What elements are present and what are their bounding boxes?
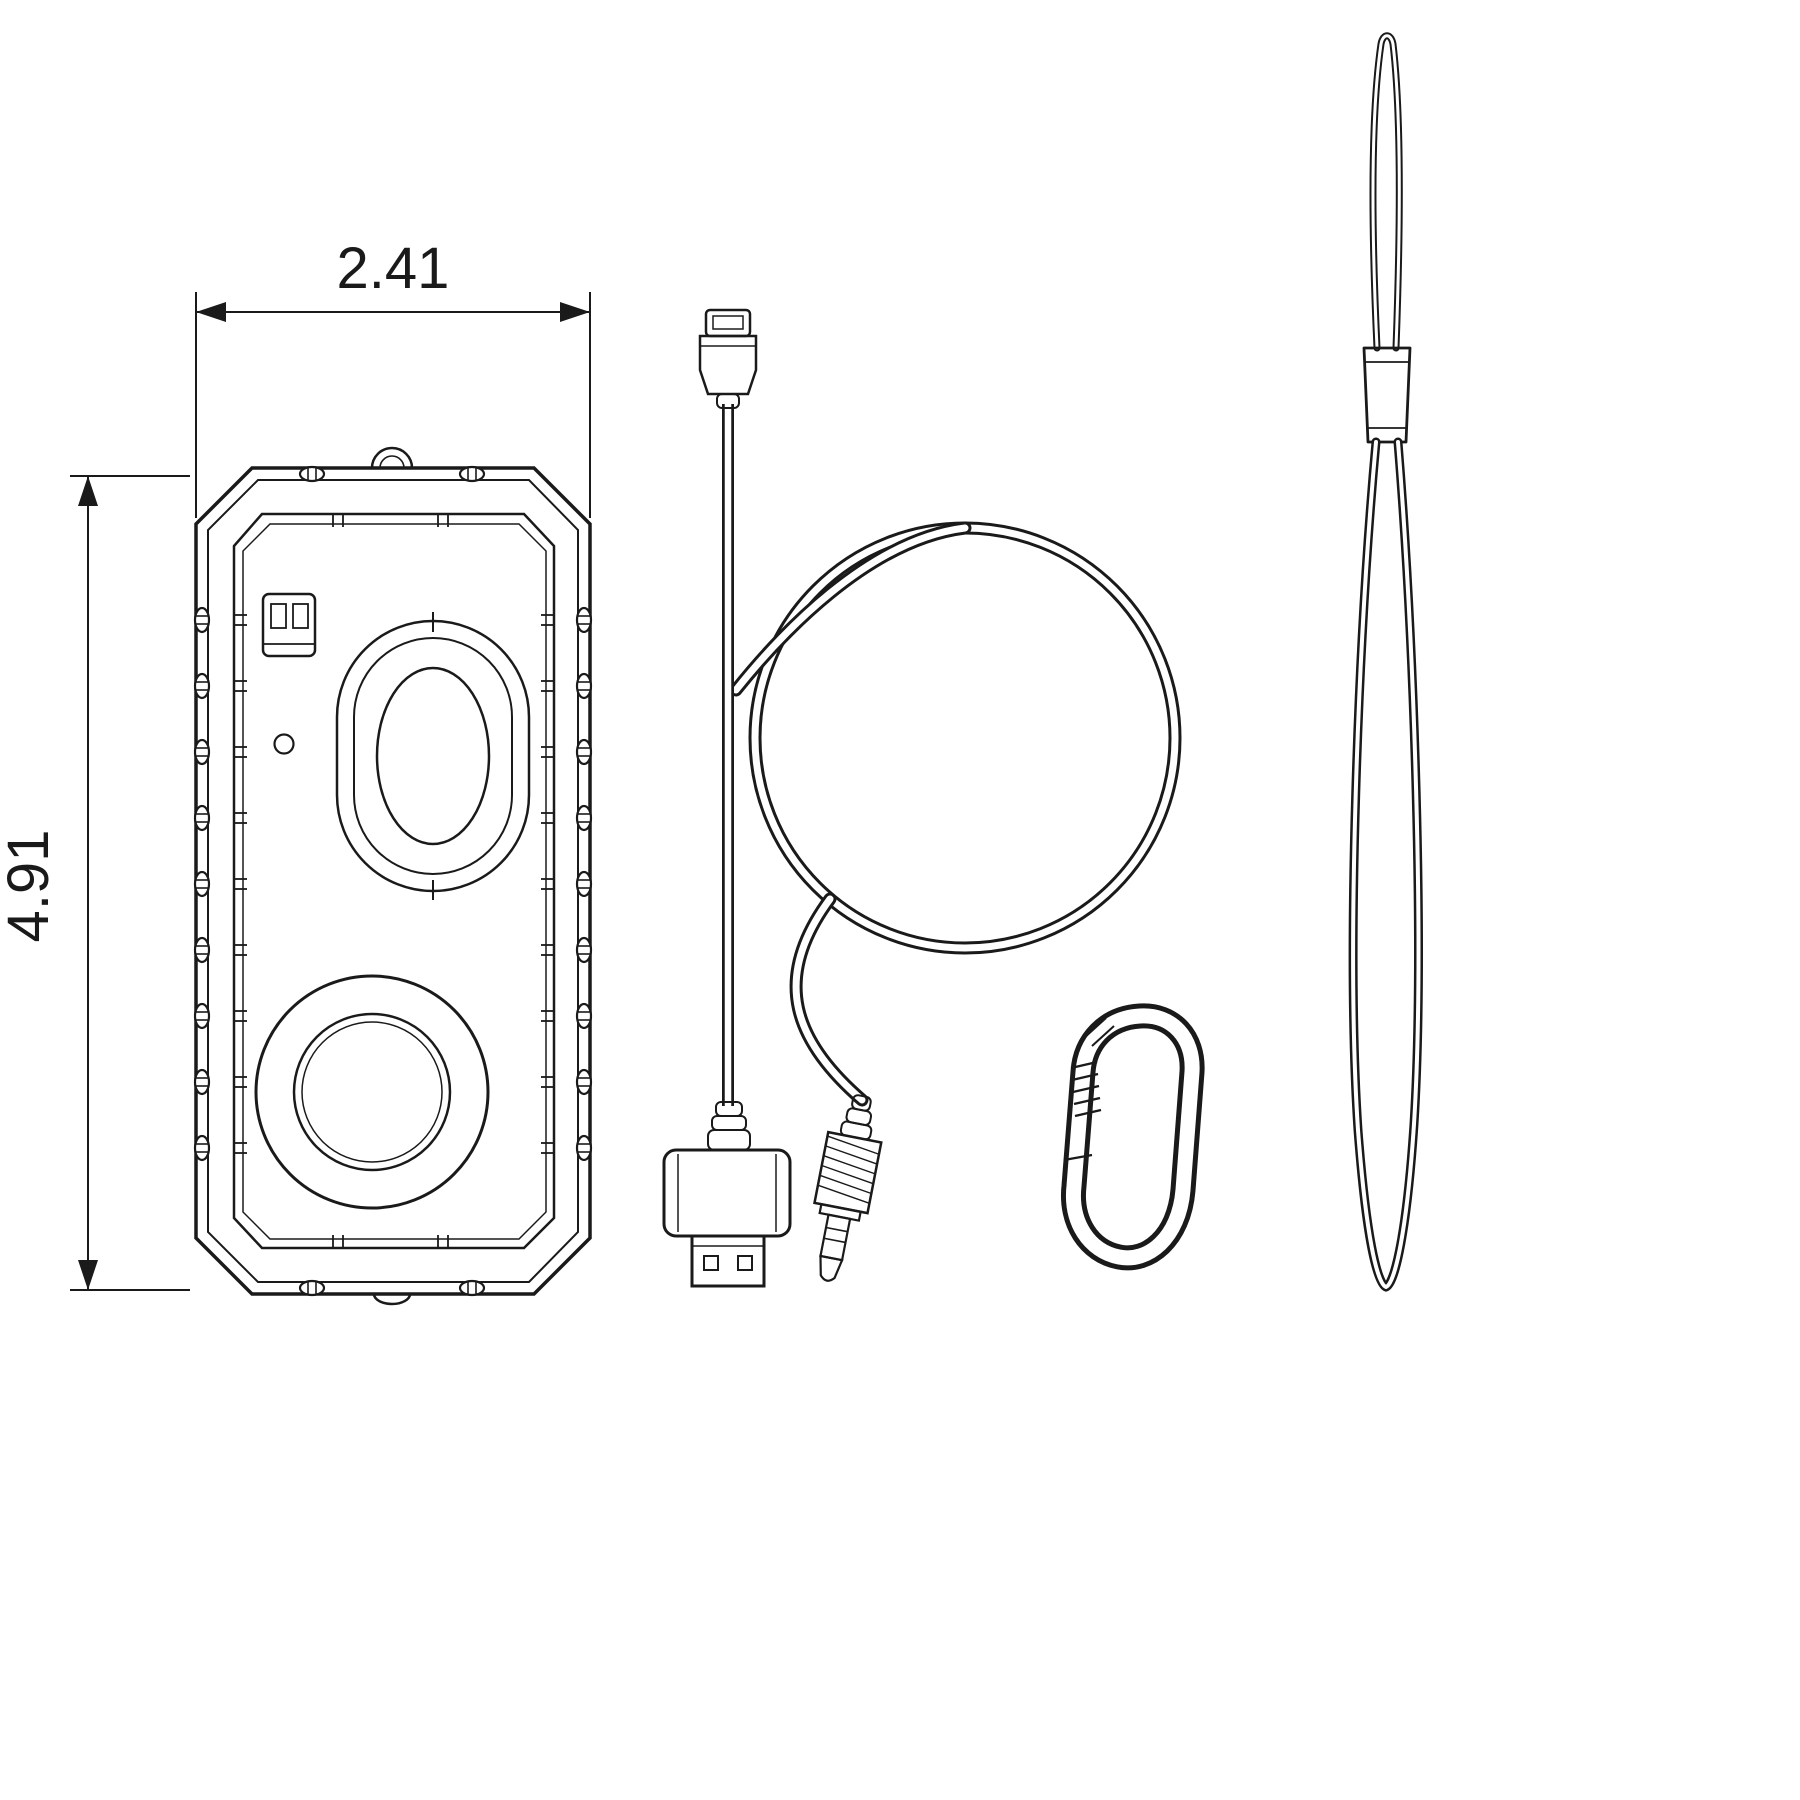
bolt-icon (575, 870, 593, 898)
bolt-icon (298, 1279, 326, 1297)
bolt-icon (193, 804, 211, 832)
bolt-icon (575, 672, 593, 700)
mini-usb-body (698, 334, 758, 396)
bolt-icon (575, 1068, 593, 1096)
arrowhead-bottom-icon (78, 1260, 98, 1290)
carabiner-body-inner (1065, 1008, 1200, 1266)
bolt-icon (298, 465, 326, 483)
bolt-icon (193, 1134, 211, 1162)
case-window-outline (232, 512, 556, 1250)
case-window-bezel (242, 523, 547, 1240)
jack-shaft (819, 1213, 852, 1262)
oval-outer-ring (335, 619, 531, 893)
carabiner-gate-knurl (1070, 1060, 1102, 1118)
carabiner-hinge-line (1063, 1153, 1093, 1162)
indicator-hole (273, 733, 295, 755)
carabiner-gate-edge (1091, 1025, 1115, 1047)
usb-a-connector (662, 1101, 792, 1288)
top-tab (370, 446, 414, 469)
bolt-icon (193, 672, 211, 700)
mini-usb-slot (712, 315, 744, 330)
bottom-tab (372, 1293, 412, 1306)
height-dimension: 4.91 (0, 475, 190, 1291)
window-edge-ticks (233, 513, 555, 1249)
jack-knurling (817, 1135, 880, 1204)
top-tab-inner (379, 455, 405, 469)
strain-relief-rib (711, 1115, 747, 1131)
edge-bolts-left (193, 606, 211, 1162)
bolt-icon (193, 936, 211, 964)
bolt-icon (458, 1279, 486, 1297)
bolt-icon (575, 1002, 593, 1030)
carabiner (1060, 1003, 1205, 1271)
cable-coil (729, 521, 1182, 1107)
bolt-icon (458, 465, 486, 483)
strain-relief-rib (707, 1129, 751, 1151)
bolt-icon (575, 936, 593, 964)
width-dimension: 2.41 (195, 236, 591, 518)
latch-body (261, 592, 317, 658)
oval-button (375, 666, 491, 846)
mini-usb-boot (716, 393, 740, 409)
usb-a-body (662, 1148, 792, 1238)
carabiner-gate-gap (1085, 1019, 1113, 1045)
bolt-icon (575, 804, 593, 832)
bolt-icon (193, 738, 211, 766)
case-outer-outline (194, 466, 592, 1296)
latch-slot (292, 603, 309, 629)
latch-slot (270, 603, 287, 629)
bolt-icon (575, 1134, 593, 1162)
lanyard (1348, 32, 1423, 1292)
case-inner-outline (207, 479, 579, 1283)
speaker-mid-circle (292, 1012, 452, 1172)
speaker-inner-circle (301, 1021, 443, 1163)
control-button-oval (335, 612, 531, 900)
height-dimension-label: 4.91 (0, 830, 61, 943)
speaker-grille (254, 974, 490, 1210)
lanyard-crimp (1362, 346, 1412, 444)
usb-a-shell (690, 1234, 766, 1288)
oval-mid-ring (353, 637, 513, 875)
usb-aux-cable (662, 308, 1182, 1288)
arrowhead-left-icon (196, 302, 226, 322)
usb-a-hole (737, 1255, 753, 1271)
arrowhead-top-icon (78, 476, 98, 506)
bolt-icon (193, 1002, 211, 1030)
speaker-outer-circle (254, 974, 490, 1210)
bolt-icon (193, 870, 211, 898)
jack-ring (825, 1226, 848, 1233)
width-dimension-label: 2.41 (337, 236, 450, 301)
lanyard-top-loop (1369, 32, 1403, 352)
speaker-case-front-view (193, 446, 593, 1306)
jack-ring (823, 1237, 846, 1244)
arrowhead-right-icon (560, 302, 590, 322)
mini-usb-connector (698, 308, 758, 409)
bolt-icon (575, 738, 593, 766)
case-latch (261, 592, 317, 658)
bolt-icon (575, 606, 593, 634)
carabiner-gate-edge (1083, 1017, 1107, 1039)
usb-a-hole (703, 1255, 719, 1271)
audio-jack-connector (813, 1094, 883, 1282)
jack-tip (819, 1254, 844, 1282)
bolt-icon (193, 1068, 211, 1096)
lanyard-main-loop (1348, 437, 1423, 1292)
bolt-icon (193, 606, 211, 634)
edge-bolts-right (575, 606, 593, 1162)
